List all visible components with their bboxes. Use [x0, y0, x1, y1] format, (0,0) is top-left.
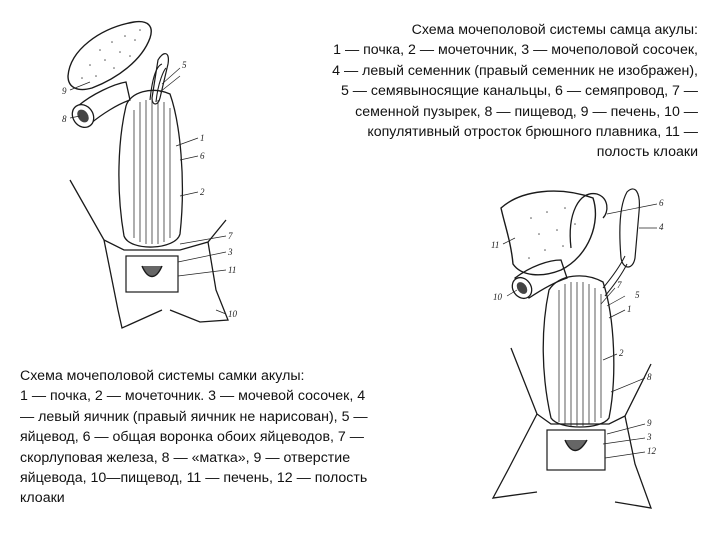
label-9: 9	[62, 86, 67, 96]
caption-line: 5 — семявыносящие канальцы, 6 — семяпров…	[222, 81, 698, 101]
label-3: 3	[227, 247, 233, 257]
label-9: 9	[647, 418, 652, 428]
label-11: 11	[228, 265, 236, 275]
label-7: 7	[617, 280, 622, 290]
label-5: 5	[182, 60, 187, 70]
caption-line: яйцевод, 6 — общая воронка обоих яйцевод…	[20, 427, 468, 447]
caption-line: Схема мочеполовой системы самца акулы:	[222, 20, 698, 40]
label-1: 1	[200, 133, 205, 143]
caption-line: скорлуповая железа, 8 — «матка», 9 — отв…	[20, 448, 468, 468]
male-diagram: 6 4 11 10 7 5 1 2 8 9 3 12	[475, 178, 705, 538]
vas-deferens	[570, 194, 607, 248]
caption-line: 1 — почка, 2 — мочеточник. 3 — мочевой с…	[20, 386, 468, 406]
caption-line: копулятивный отросток брюшного плавника,…	[222, 122, 698, 142]
kidney-shape	[543, 276, 614, 427]
testis-shape	[620, 189, 639, 267]
female-diagram: 9 8 5 1 6 2 7 3 11 10	[30, 10, 255, 345]
caption-line: Схема мочеполовой системы самки акулы:	[20, 366, 468, 386]
label-8: 8	[647, 372, 652, 382]
caption-line: семенной пузырек, 8 — пищевод, 9 — печен…	[222, 102, 698, 122]
leader-lines	[503, 204, 657, 458]
caption-line: клоаки	[20, 488, 468, 508]
pelvic-outline	[511, 348, 651, 424]
label-10: 10	[228, 309, 238, 319]
label-5: 5	[635, 290, 640, 300]
caption-line: 1 — почка, 2 — мочеточник, 3 — мочеполов…	[222, 40, 698, 60]
label-11: 11	[491, 240, 499, 250]
kidney-shape	[119, 90, 182, 247]
liver-shape	[68, 22, 151, 90]
label-10: 10	[493, 292, 503, 302]
label-6: 6	[200, 151, 205, 161]
caption-line: 4 — левый семенник (правый семенник не и…	[222, 61, 698, 81]
clasper-right	[170, 242, 228, 322]
kidney-hatching	[559, 282, 601, 426]
label-8: 8	[62, 114, 67, 124]
caption-line: яйцевода, 10—пищевод, 11 — печень, 12 — …	[20, 468, 468, 488]
caption-line: полость клоаки	[222, 142, 698, 162]
liver-stipple	[81, 29, 141, 79]
efferent-duct	[605, 264, 627, 296]
label-2: 2	[619, 348, 624, 358]
female-system-caption: Схема мочеполовой системы самки акулы: 1…	[20, 366, 468, 509]
caption-line: — левый яичник (правый яичник не нарисов…	[20, 407, 468, 427]
male-system-caption: Схема мочеполовой системы самца акулы: 1…	[222, 20, 698, 163]
label-6: 6	[659, 198, 664, 208]
label-4: 4	[659, 222, 664, 232]
label-1: 1	[627, 304, 632, 314]
label-12: 12	[647, 446, 657, 456]
label-7: 7	[228, 231, 233, 241]
ovary-shape	[152, 54, 168, 104]
label-2: 2	[200, 187, 205, 197]
clasper-left	[493, 414, 537, 498]
label-3: 3	[646, 432, 652, 442]
clasper-right	[615, 416, 651, 508]
oviduct-line	[156, 68, 166, 102]
liver-stipple	[528, 207, 576, 259]
kidney-hatching	[134, 100, 170, 244]
